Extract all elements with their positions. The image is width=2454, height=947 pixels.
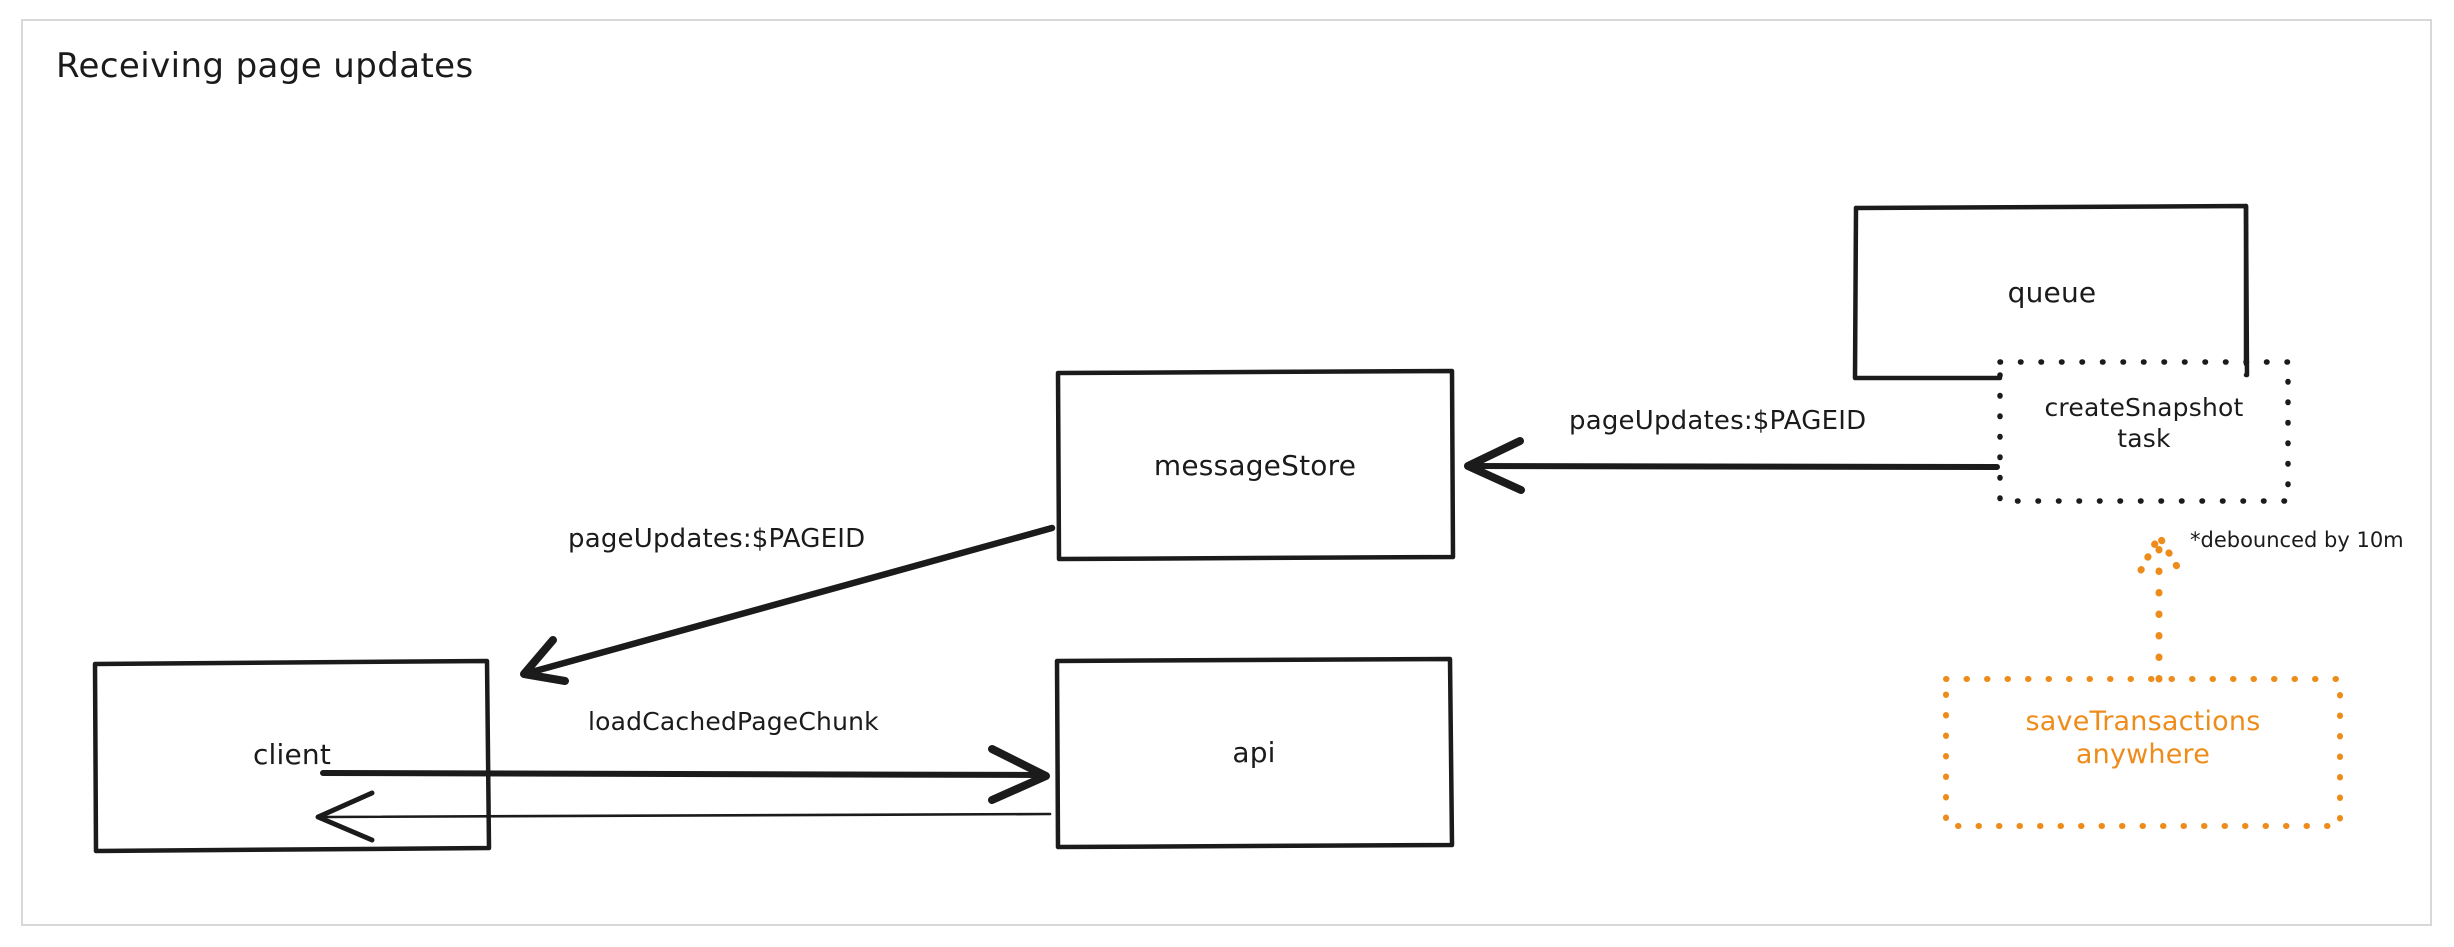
page-title: Receiving page updates (56, 46, 474, 86)
node-api-label: api (1232, 736, 1276, 769)
edge-label-snapshot-to-store: pageUpdates:$PAGEID (1569, 406, 1867, 436)
debounce-note: *debounced by 10m (2190, 528, 2404, 552)
edge-label-store-to-client: pageUpdates:$PAGEID (568, 524, 866, 554)
node-client-label: client (252, 738, 332, 771)
edge-label-client-to-api: loadCachedPageChunk (588, 707, 879, 736)
node-createsnapshot-label: createSnapshot task (2044, 393, 2244, 453)
node-messagestore-label: messageStore (1153, 449, 1357, 482)
node-queue-label: queue (2007, 276, 2097, 309)
node-savetransactions-label: saveTransactions anywhere (2025, 706, 2261, 770)
